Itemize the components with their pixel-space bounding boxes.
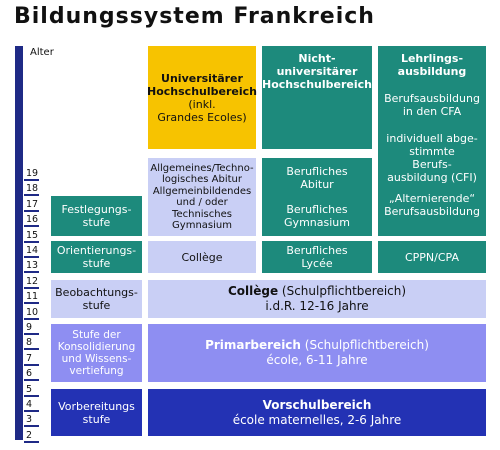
lehrling-alternierend: „Alternierende“ Berufsausbildung bbox=[384, 192, 480, 218]
age-tick-mark bbox=[24, 286, 39, 289]
primar-sub: école, 6-11 Jahre bbox=[266, 353, 368, 367]
age-tick-label: 11 bbox=[26, 291, 39, 303]
box-berufliches-abitur-gymnasium: Berufliches Abitur Berufliches Gymnasium bbox=[262, 158, 372, 236]
age-axis-bar bbox=[15, 46, 23, 440]
primar-suffix: (Schulpflichtbereich) bbox=[300, 338, 429, 352]
age-tick-label: 19 bbox=[26, 168, 39, 179]
age-tick-label: 17 bbox=[26, 198, 39, 210]
stage-vorbereitung: Vorbereitungs stufe bbox=[51, 389, 142, 436]
box-nicht-universitaer: Nicht- universitärer Hochschulbereich bbox=[262, 46, 372, 149]
age-tick-mark bbox=[24, 194, 39, 197]
universitaer-sub: (inkl. Grandes Ecoles) bbox=[157, 97, 247, 124]
box-lehrlingsausbildung: Lehrlings- ausbildung Berufsausbildung i… bbox=[378, 46, 486, 236]
vorschul-sub: école maternelles, 2-6 Jahre bbox=[232, 412, 402, 427]
age-tick-mark bbox=[24, 379, 39, 382]
age-tick-label: 15 bbox=[26, 229, 39, 241]
age-tick-mark bbox=[24, 317, 39, 320]
age-tick-label: 3 bbox=[26, 414, 33, 426]
age-tick-mark bbox=[24, 425, 39, 428]
age-tick-label: 16 bbox=[26, 214, 39, 226]
age-tick-label: 5 bbox=[26, 383, 33, 395]
age-tick-mark bbox=[24, 363, 39, 366]
age-tick-label: 9 bbox=[26, 322, 33, 333]
age-tick-mark bbox=[24, 410, 39, 412]
primar-title: Primarbereich bbox=[205, 338, 301, 352]
box-college-small: Collège bbox=[148, 241, 256, 273]
age-tick-mark bbox=[24, 302, 39, 305]
age-tick-mark bbox=[24, 333, 39, 335]
berufliches-abitur: Berufliches Abitur bbox=[286, 165, 348, 191]
stage-konsolidierung: Stufe der Konsolidierung und Wissens- ve… bbox=[51, 324, 142, 382]
box-universitaer: Universitärer Hochschulbereich (inkl. Gr… bbox=[147, 46, 257, 149]
age-tick-label: 18 bbox=[26, 183, 39, 195]
box-cppn-cpa: CPPN/CPA bbox=[378, 241, 486, 273]
berufliches-gymnasium: Berufliches Gymnasium bbox=[284, 203, 350, 229]
stage-beobachtung: Beobachtungs- stufe bbox=[51, 280, 142, 318]
box-allgemeines-gymnasium: Allgemeines/Techno- logisches Abitur All… bbox=[148, 158, 256, 236]
box-berufliches-lycee: Berufliches Lycée bbox=[262, 241, 372, 273]
age-tick-mark bbox=[24, 209, 39, 212]
universitaer-title: Universitärer Hochschulbereich bbox=[147, 71, 257, 98]
age-tick-label: 12 bbox=[26, 275, 39, 287]
box-college-main: Collège (Schulpflichtbereich) i.d.R. 12-… bbox=[148, 280, 486, 318]
age-tick-mark bbox=[24, 394, 39, 397]
age-tick-mark bbox=[24, 240, 39, 243]
age-axis-label: Alter bbox=[30, 47, 54, 58]
age-tick-mark bbox=[24, 179, 39, 181]
age-tick-mark bbox=[24, 271, 39, 274]
page-title: Bildungssystem Frankreich bbox=[14, 4, 375, 29]
age-tick-label: 2 bbox=[26, 429, 33, 441]
age-tick-label: 6 bbox=[26, 368, 33, 380]
college-main-suffix: (Schulpflichtbereich) bbox=[278, 284, 407, 298]
age-tick-mark bbox=[24, 440, 39, 443]
nicht-universitaer-title: Nicht- universitärer Hochschulbereich bbox=[262, 52, 372, 91]
age-tick-mark bbox=[24, 225, 39, 228]
box-primarbereich: Primarbereich (Schulpflichtbereich) écol… bbox=[148, 324, 486, 382]
box-vorschulbereich: Vorschulbereich école maternelles, 2-6 J… bbox=[148, 389, 486, 436]
age-tick-label: 10 bbox=[26, 306, 39, 318]
lehrling-cfa: Berufsausbildung in den CFA bbox=[384, 92, 480, 118]
college-main-title: Collège bbox=[227, 284, 279, 298]
age-tick-label: 4 bbox=[26, 399, 33, 410]
age-tick-mark bbox=[24, 348, 39, 351]
stage-orientierung: Orientierungs- stufe bbox=[51, 241, 142, 273]
age-tick-label: 8 bbox=[26, 337, 33, 349]
lehrling-title: Lehrlings- ausbildung bbox=[397, 52, 467, 78]
stage-festlegung: Festlegungs- stufe bbox=[51, 196, 142, 236]
college-main-sub: i.d.R. 12-16 Jahre bbox=[265, 299, 369, 313]
lehrling-cfi: individuell abge- stimmte Berufs- ausbil… bbox=[386, 132, 478, 184]
age-tick-label: 14 bbox=[26, 245, 39, 256]
age-tick-label: 7 bbox=[26, 352, 33, 364]
age-tick-label: 13 bbox=[26, 260, 39, 272]
vorschul-title: Vorschulbereich bbox=[262, 397, 372, 412]
age-tick-mark bbox=[24, 256, 39, 258]
